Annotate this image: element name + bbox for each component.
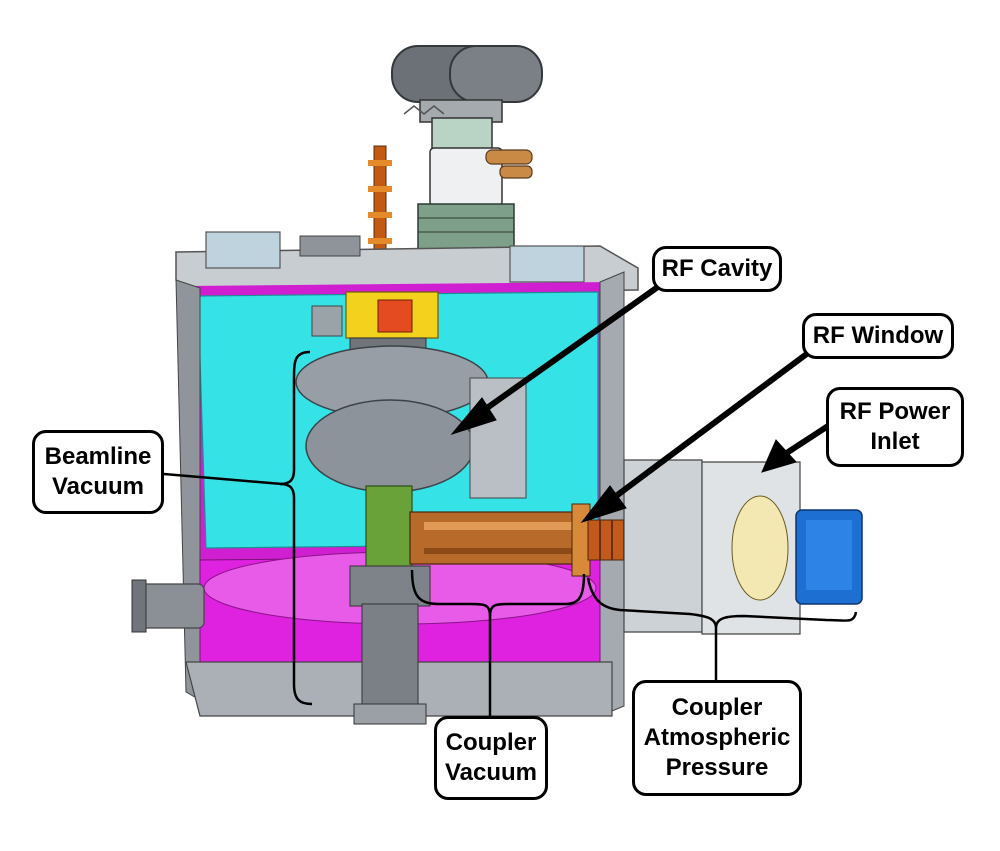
rf-cavity-arrow	[468, 281, 664, 423]
callout-rf-power-inlet: RF Power Inlet	[826, 387, 964, 467]
cryocooler-assembly	[391, 45, 543, 251]
beamline-vacuum-leader	[163, 472, 283, 486]
rf-window-arrowhead	[580, 485, 627, 523]
callout-rf-window: RF Window	[802, 313, 954, 359]
rf-cavity-arrowhead	[450, 397, 497, 435]
callout-rf-cavity: RF Cavity	[652, 246, 782, 292]
arrows	[450, 281, 830, 523]
rf-window-arrow	[598, 347, 814, 511]
beam-tube	[349, 485, 431, 725]
leader-lines	[163, 350, 858, 716]
cavity-tuner	[311, 291, 439, 353]
waveguide-housing	[623, 459, 863, 635]
callout-coupler-atmospheric-pressure: Coupler Atmospheric Pressure	[632, 680, 802, 796]
rf-power-arrowhead	[761, 439, 797, 473]
callout-coupler-vacuum: Coupler Vacuum	[434, 716, 548, 800]
rf-power-arrow	[780, 423, 830, 459]
callout-beamline-vacuum: Beamline Vacuum	[32, 430, 164, 514]
rf-cavity-body	[295, 345, 527, 499]
